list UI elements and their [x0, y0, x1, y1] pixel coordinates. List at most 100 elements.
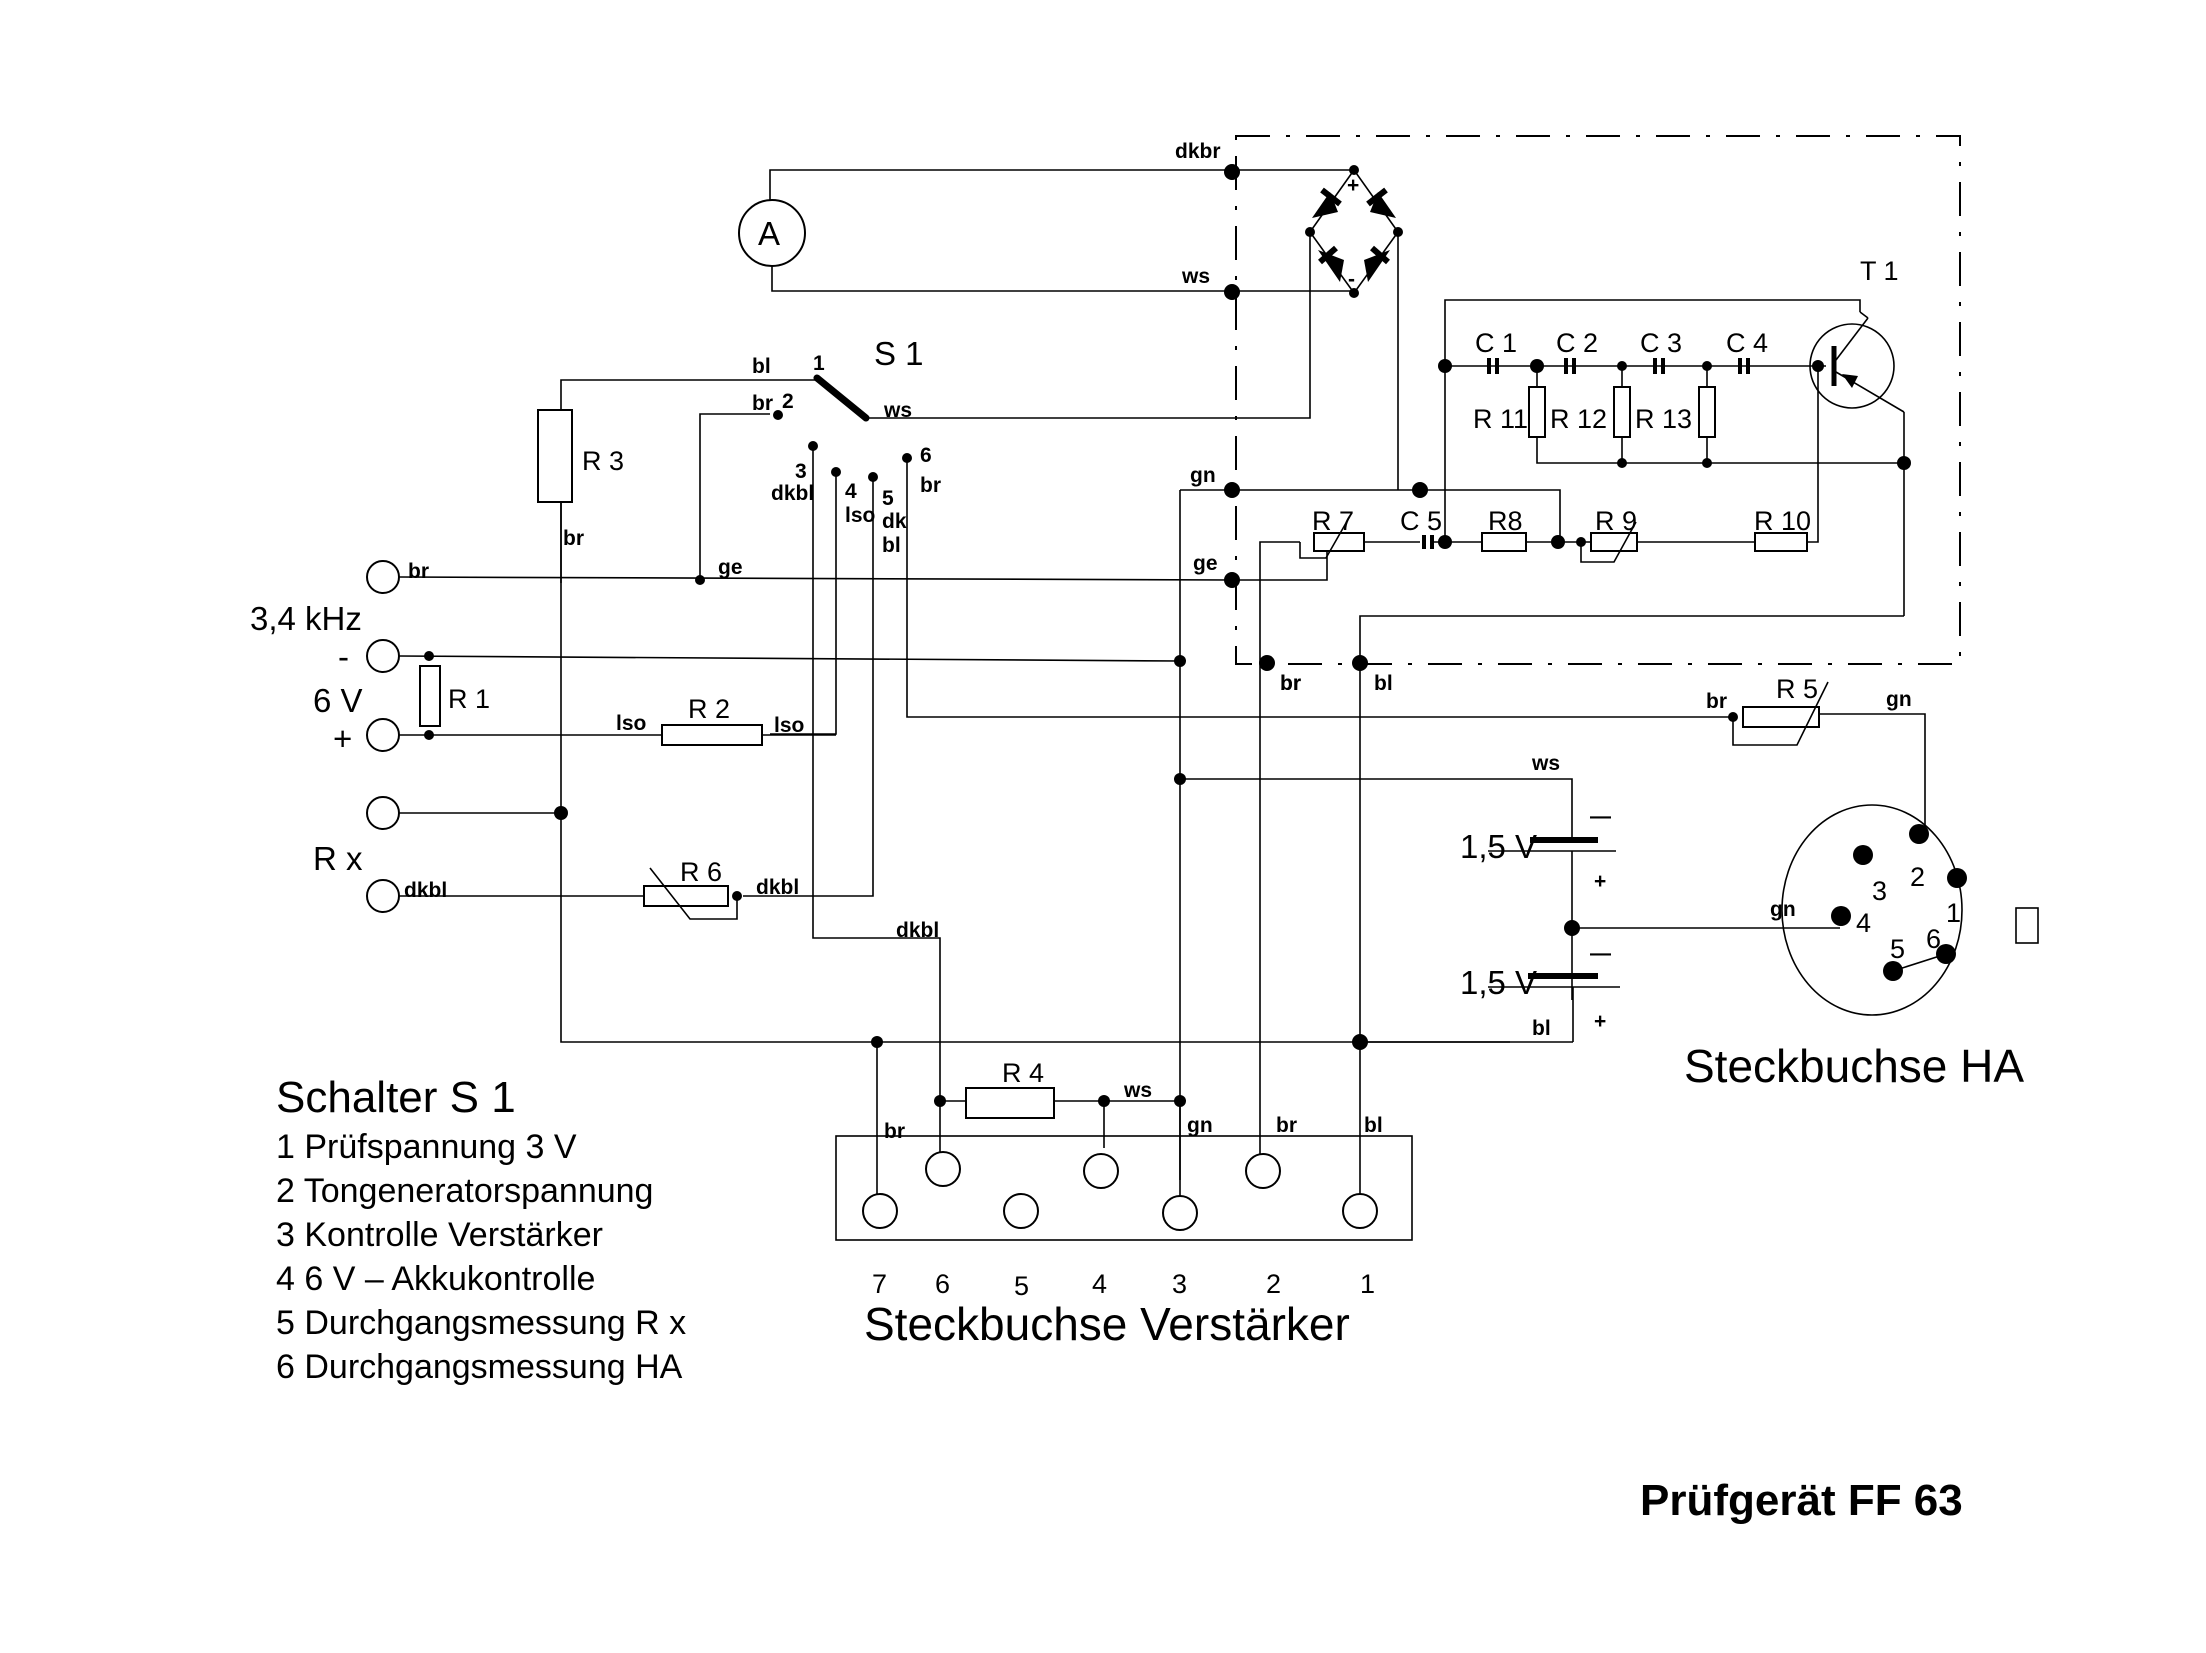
component-label: R 10	[1754, 506, 1811, 536]
wire	[770, 472, 837, 735]
switch-lever-icon	[813, 374, 870, 422]
wire-label: ge	[1193, 552, 1218, 575]
component-label: R 9	[1595, 506, 1637, 536]
bridge-minus-label: -	[1348, 268, 1355, 291]
capacitor-c3-icon	[1653, 358, 1665, 374]
ha-socket-icon	[1781, 804, 2039, 1016]
terminal-socket-icon[interactable]	[366, 718, 400, 752]
pin-label: 3	[1172, 1269, 1187, 1299]
resistor-r4-icon	[965, 1087, 1055, 1119]
component-label: C 5	[1400, 506, 1442, 536]
wire-label: gn	[1770, 898, 1796, 921]
component-label: R 3	[582, 446, 624, 476]
component-label: R 12	[1550, 404, 1607, 434]
amp-pin-7-socket[interactable]	[862, 1193, 898, 1229]
wire-label: dkbl	[756, 876, 799, 899]
wire	[1819, 713, 1926, 836]
pin-label: 7	[872, 1269, 887, 1299]
pin-label: 6	[1926, 924, 1941, 954]
pin-label: 1	[1360, 1269, 1375, 1299]
terminal-socket-icon[interactable]	[366, 879, 400, 913]
wire-label: ws	[1531, 752, 1560, 775]
wire	[1807, 366, 1819, 543]
switch-position-label: 4	[845, 480, 857, 503]
wire	[771, 266, 1354, 292]
wire-label: gn	[1187, 1114, 1213, 1137]
wire-label: dkbl	[404, 879, 447, 902]
component-label: R 13	[1635, 404, 1692, 434]
wire-label: br	[884, 1120, 905, 1143]
wire-label: dkbl	[771, 482, 814, 505]
component-label: R 7	[1312, 506, 1354, 536]
terminal-socket-icon[interactable]	[366, 560, 400, 594]
wire	[398, 655, 1181, 662]
bridge-plus-label: +	[1347, 174, 1359, 197]
battery-label: 1,5 V	[1460, 964, 1537, 1001]
switch-position-label: 3	[795, 460, 807, 483]
resistor-r2-icon	[661, 724, 763, 746]
wiper	[1580, 521, 1637, 563]
wire	[1444, 299, 1861, 542]
wire-label: br	[408, 560, 429, 583]
wire-label: lso	[774, 714, 804, 737]
resistor-r1-icon	[419, 665, 441, 727]
minus-label: -	[338, 638, 349, 675]
resistor-r11-icon	[1528, 386, 1546, 438]
amp-pin-4-socket[interactable]	[1083, 1153, 1119, 1189]
terminal-socket-icon[interactable]	[366, 796, 400, 830]
amp-pin-6-socket[interactable]	[925, 1151, 961, 1187]
amplifier-socket-title: Steckbuchse Verstärker	[864, 1298, 1350, 1350]
battery-sign: —	[1590, 805, 1611, 828]
amp-pin-1-socket[interactable]	[1342, 1193, 1378, 1229]
pin-label: 1	[1946, 898, 1961, 928]
wire	[812, 446, 941, 1100]
wire	[769, 169, 1354, 200]
terminal-socket-icon[interactable]	[366, 639, 400, 673]
capacitor-c2-icon	[1564, 358, 1576, 374]
legend-heading: Schalter S 1	[276, 1073, 516, 1122]
pin-label: 4	[1856, 908, 1871, 938]
legend-item: 5 Durchgangsmessung R x	[276, 1304, 686, 1342]
pin-label: 5	[1014, 1271, 1029, 1301]
wire-label: dkbl	[896, 919, 939, 942]
amp-pin-2-socket[interactable]	[1245, 1153, 1281, 1189]
amp-pin-5-socket[interactable]	[1003, 1193, 1039, 1229]
transistor-t1-icon	[1809, 311, 1905, 616]
amp-pin-3-socket[interactable]	[1162, 1195, 1198, 1231]
wire	[1536, 366, 1904, 464]
component-label: R 6	[680, 857, 722, 887]
capacitor-c1-icon	[1487, 358, 1499, 374]
switch-position-label: 1	[813, 352, 825, 375]
battery-sign: —	[1590, 942, 1611, 965]
wire-label: br	[1706, 690, 1727, 713]
wire-label: lso	[845, 504, 875, 527]
wire-label: bl	[1532, 1017, 1551, 1040]
component-label: C 4	[1726, 328, 1768, 358]
capacitor-c4-icon	[1738, 358, 1750, 374]
wire-label: ws	[1181, 265, 1210, 288]
pin-label: 6	[935, 1269, 950, 1299]
wire	[1259, 541, 1300, 1180]
wire	[1232, 542, 1328, 581]
wire-label: br	[752, 392, 773, 415]
component-label: R 2	[688, 694, 730, 724]
wire-label: dkbr	[1175, 140, 1221, 163]
resistor-r5-icon	[1742, 706, 1820, 728]
pin-label: 4	[1092, 1269, 1107, 1299]
wire-label: ws	[883, 399, 912, 422]
ha-socket-title: Steckbuchse HA	[1684, 1040, 2024, 1092]
wire-label: br	[1276, 1114, 1297, 1137]
component-label: C 1	[1475, 328, 1517, 358]
pin-label: 2	[1910, 862, 1925, 892]
wire-label: lso	[616, 712, 646, 735]
legend-item: 2 Tongeneratorspannung	[276, 1172, 653, 1210]
battery-sign: +	[1594, 870, 1606, 893]
rx-label: R x	[313, 840, 363, 877]
wire	[560, 502, 1510, 1043]
page-title: Prüfgerät FF 63	[1640, 1476, 1963, 1525]
amplifier-socket-frame	[835, 1135, 1413, 1241]
wire-label: br	[1280, 672, 1301, 695]
wire	[1232, 489, 1561, 542]
wire	[906, 458, 1733, 718]
